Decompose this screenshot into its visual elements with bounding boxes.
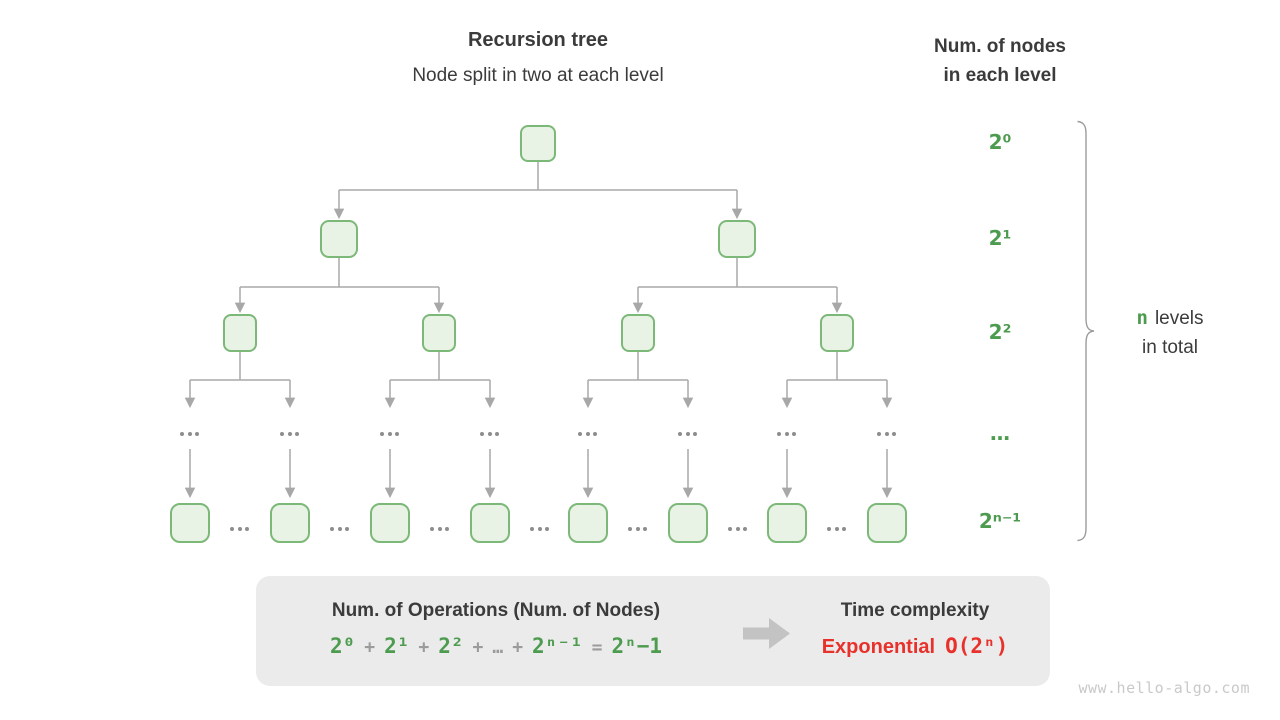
ellipsis-dots: [330, 527, 349, 531]
brace-label-levels: levels: [1154, 308, 1204, 329]
formula-token: 2¹: [384, 634, 410, 658]
brace-label-line2: in total: [1142, 337, 1198, 358]
tree-node: [568, 503, 608, 543]
operations-title: Num. of Operations (Num. of Nodes): [331, 600, 661, 621]
formula-token: 2⁰: [329, 634, 356, 658]
levels-brace: [1077, 120, 1095, 542]
complexity-value: Exponential O(2ⁿ): [800, 634, 1030, 659]
summary-box: Num. of Operations (Num. of Nodes) 2⁰ +2¹…: [256, 576, 1050, 686]
ellipsis-dots: [380, 432, 399, 436]
formula-token: 2ⁿ⁻¹: [532, 634, 583, 658]
formula-token: …: [492, 637, 504, 658]
formula-token: +: [418, 637, 430, 658]
ellipsis-dots: [877, 432, 896, 436]
nodes-per-level-header-line2: in each level: [943, 65, 1057, 86]
ellipsis-dots: [827, 527, 846, 531]
page-subtitle: Node split in two at each level: [412, 65, 664, 86]
ellipsis-dots: [578, 432, 597, 436]
ellipsis-dots: [628, 527, 647, 531]
level-count-label: …: [990, 421, 1010, 445]
tree-node: [470, 503, 510, 543]
connector-lines: [184, 162, 893, 499]
right-arrow-icon: [743, 618, 790, 649]
level-count-label: 2⁰: [988, 130, 1012, 154]
operations-formula: 2⁰ +2¹ +2² + … +2ⁿ⁻¹ = 2ⁿ−1: [276, 634, 716, 658]
tree-node: [320, 220, 358, 258]
tree-node: [223, 314, 257, 352]
formula-token: =: [591, 637, 603, 658]
ellipsis-dots: [180, 432, 199, 436]
ellipsis-dots: [530, 527, 549, 531]
nodes-per-level-header: Num. of nodes in each level: [880, 32, 1120, 90]
tree-node: [170, 503, 210, 543]
ellipsis-dots: [230, 527, 249, 531]
n-variable: n: [1136, 307, 1148, 329]
formula-token: +: [364, 637, 376, 658]
nodes-per-level-header-line1: Num. of nodes: [934, 36, 1066, 57]
tree-node: [820, 314, 854, 352]
tree-node: [520, 125, 556, 162]
ellipsis-dots: [480, 432, 499, 436]
tree-node: [668, 503, 708, 543]
tree-node: [270, 503, 310, 543]
level-count-label: 2ⁿ⁻¹: [978, 509, 1022, 533]
formula-token: +: [472, 637, 484, 658]
tree-node: [370, 503, 410, 543]
tree-node: [767, 503, 807, 543]
ellipsis-dots: [728, 527, 747, 531]
ellipsis-dots: [678, 432, 697, 436]
formula-token: +: [512, 637, 524, 658]
level-count-label: 2²: [988, 320, 1012, 344]
ellipsis-dots: [777, 432, 796, 436]
tree-node: [867, 503, 907, 543]
tree-node: [718, 220, 756, 258]
formula-token: 2²: [438, 634, 464, 658]
page-title: Recursion tree: [467, 29, 609, 51]
ellipsis-dots: [280, 432, 299, 436]
formula-token: 2ⁿ−1: [611, 634, 663, 658]
level-count-label: 2¹: [988, 226, 1012, 250]
ellipsis-dots: [430, 527, 449, 531]
watermark: www.hello-algo.com: [1078, 679, 1250, 697]
complexity-name: Exponential: [821, 636, 936, 658]
tree-node: [422, 314, 456, 352]
time-complexity-title: Time complexity: [840, 600, 990, 621]
tree-node: [621, 314, 655, 352]
complexity-big-o: O(2ⁿ): [945, 634, 1009, 658]
